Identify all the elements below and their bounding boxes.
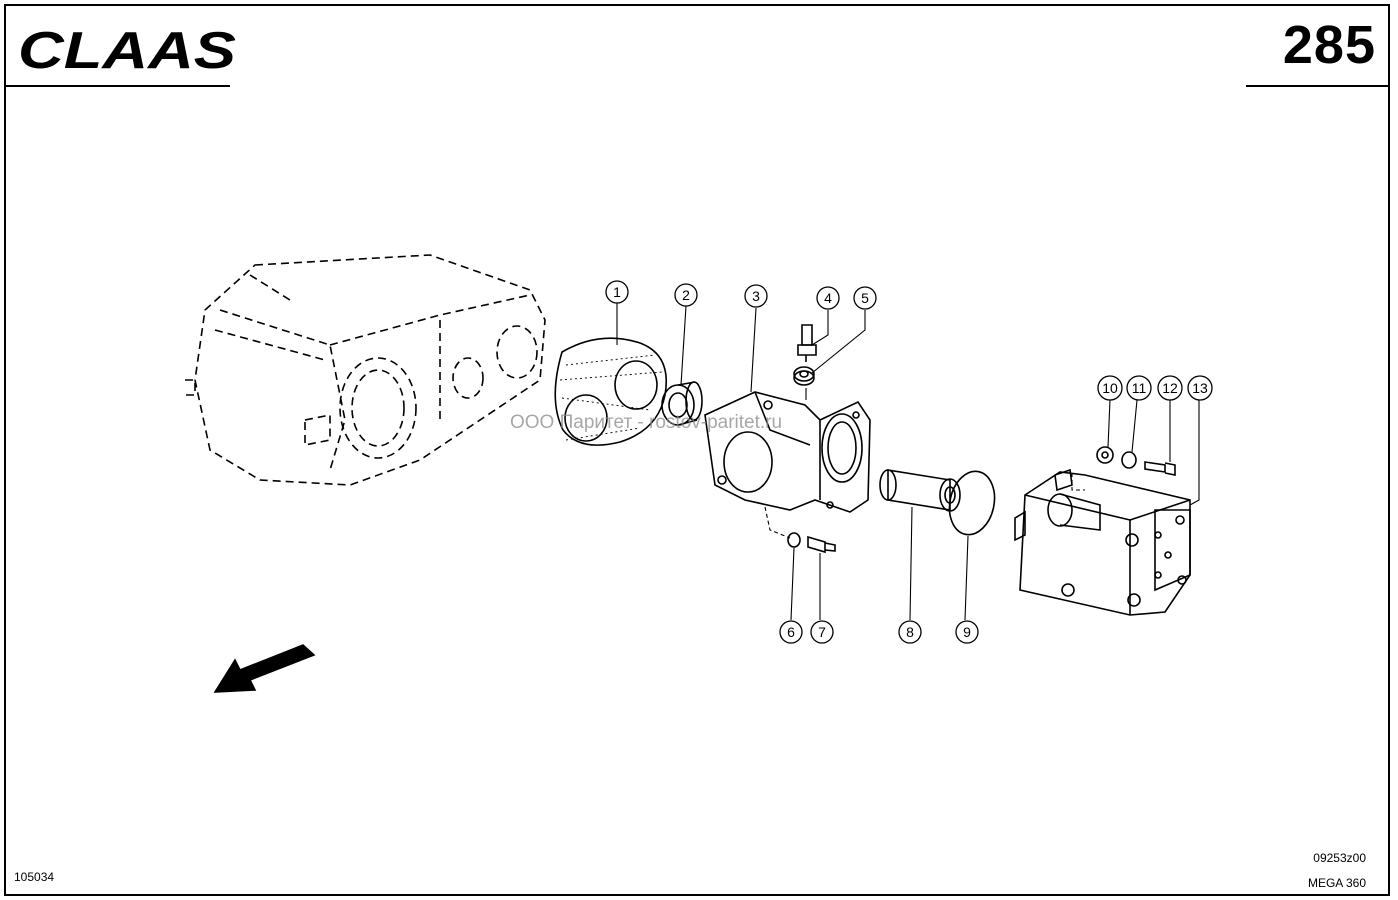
header-rule-left bbox=[6, 85, 230, 87]
header-rule-right bbox=[1246, 85, 1388, 87]
callout-9-label: 9 bbox=[963, 624, 971, 640]
callout-11: 11 bbox=[1126, 375, 1152, 401]
part-3-adaptor-housing bbox=[704, 391, 871, 513]
callout-3-label: 3 bbox=[752, 288, 760, 304]
part-7-bolt bbox=[807, 535, 836, 554]
model-name: MEGA 360 bbox=[1307, 876, 1366, 890]
callout-4-label: 4 bbox=[824, 290, 832, 306]
callout-2-label: 2 bbox=[682, 287, 690, 303]
part-5-nut bbox=[793, 366, 815, 386]
part-11-washer bbox=[1121, 451, 1137, 469]
callout-9: 9 bbox=[955, 620, 979, 644]
footer-code: 105034 bbox=[14, 870, 55, 884]
page-number: 285 bbox=[1282, 15, 1376, 75]
part-12-bolt bbox=[1144, 461, 1176, 476]
callout-5-label: 5 bbox=[861, 290, 869, 306]
callout-10: 10 bbox=[1097, 375, 1123, 401]
callout-10-label: 10 bbox=[1102, 380, 1118, 396]
page-frame bbox=[4, 4, 1390, 896]
claas-logo: CLAAS bbox=[18, 22, 236, 78]
callout-13-label: 13 bbox=[1192, 380, 1208, 396]
callout-6: 6 bbox=[779, 620, 803, 644]
part-9-o-ring bbox=[948, 470, 996, 536]
part-13-hydraulic-pump bbox=[1014, 468, 1191, 616]
callout-12: 12 bbox=[1157, 375, 1183, 401]
callout-8: 8 bbox=[898, 620, 922, 644]
part-2-bearing bbox=[661, 381, 703, 426]
drawing-code: 09253z00 bbox=[1313, 851, 1366, 865]
callout-13: 13 bbox=[1187, 375, 1213, 401]
part-10-washer bbox=[1096, 446, 1114, 464]
callout-5: 5 bbox=[853, 286, 877, 310]
callout-6-label: 6 bbox=[787, 624, 795, 640]
leader-lines bbox=[616, 303, 1200, 621]
callout-4: 4 bbox=[816, 286, 840, 310]
part-1-gasket bbox=[554, 337, 667, 446]
claas-logo-text: CLAAS bbox=[18, 22, 236, 78]
transmission-housing-outline bbox=[185, 254, 546, 486]
callout-8-label: 8 bbox=[906, 624, 914, 640]
direction-arrow bbox=[213, 644, 316, 693]
part-6-washer bbox=[787, 532, 801, 548]
callout-12-label: 12 bbox=[1162, 380, 1178, 396]
callout-11-label: 11 bbox=[1132, 380, 1147, 396]
callout-1-label: 1 bbox=[613, 284, 621, 300]
callout-7: 7 bbox=[810, 620, 834, 644]
callout-7-label: 7 bbox=[818, 624, 826, 640]
callout-3: 3 bbox=[744, 284, 768, 308]
callout-2: 2 bbox=[674, 283, 698, 307]
callout-1: 1 bbox=[605, 280, 629, 304]
watermark-text: ООО Паритет - rostov-paritet.ru bbox=[510, 412, 783, 433]
